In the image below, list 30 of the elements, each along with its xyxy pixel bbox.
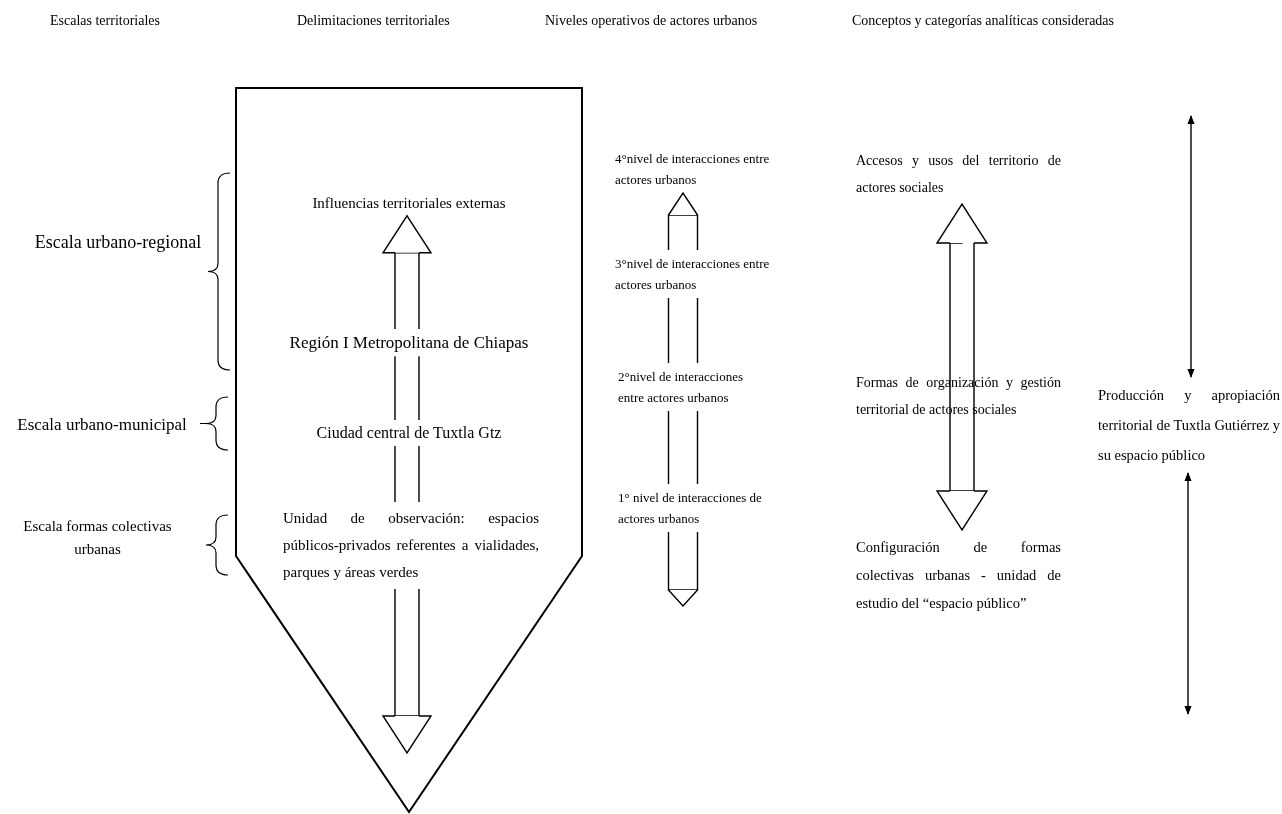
scale-label: Escala urbano-municipal bbox=[16, 414, 188, 436]
node-text: Unidad de observación: espacios públicos-privados referentes a vialidades, parques y áreas verdes bbox=[283, 505, 539, 586]
node-text: Influencias territoriales externas bbox=[269, 194, 549, 213]
parallel-lines bbox=[394, 445, 420, 503]
parallel-lines bbox=[394, 355, 420, 421]
hollow-arrow bbox=[936, 203, 988, 531]
node-text: Producción y apropiación territorial de Tuxtla Gutiérrez y su espacio público bbox=[1098, 380, 1280, 470]
column-heading: Escalas territoriales bbox=[50, 12, 161, 30]
node-text: Ciudad central de Tuxtla Gtz bbox=[259, 423, 559, 443]
node-text: 3°nivel de interacciones entre actores urbanos bbox=[615, 253, 800, 295]
column-heading: Niveles operativos de actores urbanos bbox=[545, 12, 759, 30]
arrow bbox=[1187, 115, 1195, 378]
parallel-lines bbox=[667, 297, 699, 364]
node-text: 1° nivel de interacciones de actores urbanos bbox=[618, 487, 790, 529]
hollow-arrow bbox=[382, 215, 432, 330]
arrow bbox=[1184, 472, 1192, 715]
scale-label: Escala urbano-regional bbox=[33, 231, 203, 254]
pentagon-frame bbox=[234, 86, 584, 814]
column-heading: Delimitaciones territoriales bbox=[297, 12, 451, 30]
node-text: Región I Metropolitana de Chiapas bbox=[249, 332, 569, 354]
node-text: Accesos y usos del territorio de actores sociales bbox=[856, 147, 1061, 201]
hollow-arrow bbox=[382, 588, 432, 754]
node-text: 4°nivel de interacciones entre actores urbanos bbox=[615, 148, 800, 190]
hollow-arrow bbox=[667, 192, 699, 251]
scale-label: Escala formas colectivas urbanas bbox=[22, 517, 173, 559]
node-text: 2°nivel de interacciones entre actores urbanos bbox=[618, 366, 766, 408]
node-text: Configuración de formas colectivas urbanas - unidad de estudio del “espacio público” bbox=[856, 533, 1061, 617]
hollow-arrow bbox=[667, 531, 699, 607]
parallel-lines bbox=[667, 410, 699, 485]
column-heading: Conceptos y categorías analíticas consideradas bbox=[852, 12, 1115, 30]
